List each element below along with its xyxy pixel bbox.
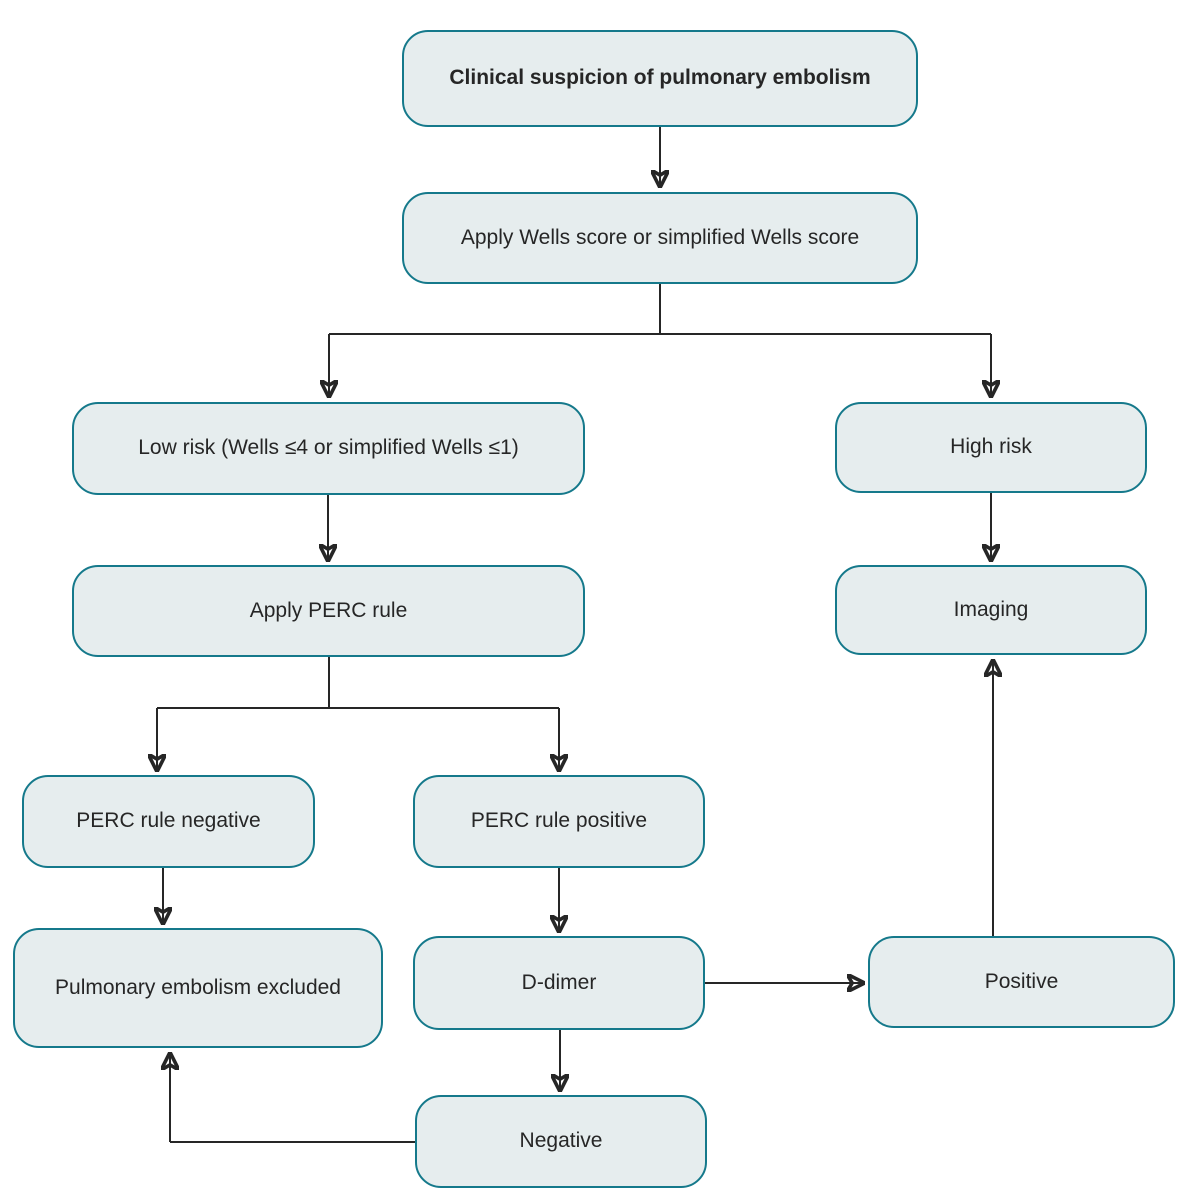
node-perc-rule-negative: PERC rule negative [22,775,315,868]
node-high-risk: High risk [835,402,1147,493]
node-low-risk: Low risk (Wells ≤4 or simplified Wells ≤… [72,402,585,495]
node-negative-label: Negative [519,1129,603,1153]
node-d-dimer-label: D-dimer [521,970,597,994]
node-high-risk-label: High risk [950,435,1032,459]
node-low-risk-label: Low risk (Wells ≤4 or simplified Wells ≤… [138,436,519,460]
node-perc-rule-negative-label: PERC rule negative [76,809,261,833]
node-clinical-suspicion-label: Clinical suspicion of pulmonary embolism [449,66,871,90]
node-negative: Negative [415,1095,707,1188]
node-apply-perc-rule-label: Apply PERC rule [249,598,408,622]
node-positive: Positive [868,936,1175,1028]
node-pe-excluded-label: Pulmonary embolism excluded [55,975,341,999]
node-apply-wells-score-label: Apply Wells score or simplified Wells sc… [460,225,860,249]
node-imaging: Imaging [835,565,1147,655]
node-apply-perc-rule: Apply PERC rule [72,565,585,657]
node-clinical-suspicion: Clinical suspicion of pulmonary embolism [402,30,918,127]
node-positive-label: Positive [984,969,1059,993]
node-imaging-label: Imaging [953,597,1029,621]
node-d-dimer: D-dimer [413,936,705,1030]
node-perc-rule-positive-label: PERC rule positive [470,809,648,833]
node-apply-wells-score: Apply Wells score or simplified Wells sc… [402,192,918,284]
node-pe-excluded: Pulmonary embolism excluded [13,928,383,1048]
node-perc-rule-positive: PERC rule positive [413,775,705,868]
